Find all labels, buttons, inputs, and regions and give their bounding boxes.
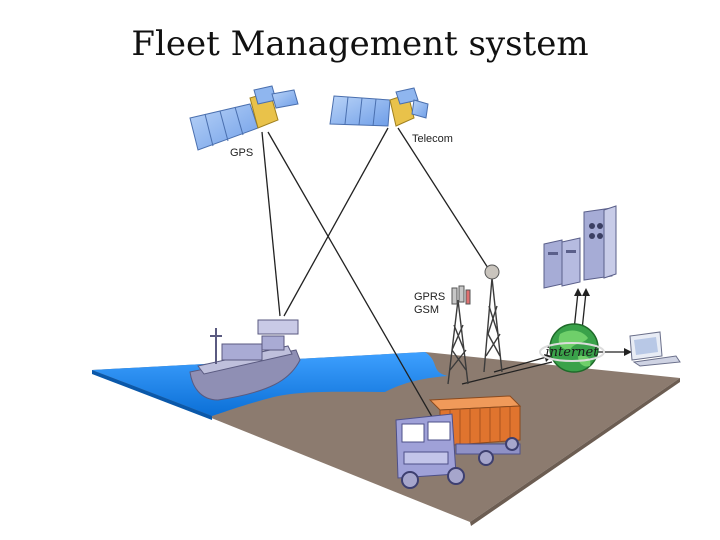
panel-line — [219, 110, 229, 142]
server-cabinet-side — [603, 205, 617, 279]
link-tower-ground-internet — [461, 361, 553, 385]
water-edge — [92, 370, 212, 420]
globe-continent — [558, 330, 588, 350]
link-gps-truck — [267, 131, 436, 423]
container-stack — [221, 343, 263, 361]
ship-hull — [189, 349, 301, 401]
server-fan — [597, 233, 603, 239]
satellite-body-top — [395, 87, 419, 105]
server-drive — [566, 250, 576, 253]
arrowhead — [624, 348, 632, 356]
gprs-label: GPRS — [414, 291, 445, 303]
solar-panel — [411, 99, 429, 119]
telecom-label: Telecom — [412, 133, 453, 145]
globe-ring — [539, 342, 605, 362]
gps-label: GPS — [230, 147, 253, 159]
truck-windshield — [401, 423, 425, 443]
server-fan — [589, 223, 595, 229]
truck-icon — [395, 395, 522, 489]
panel-line — [234, 106, 244, 136]
server-icon — [543, 205, 617, 289]
link-tower-internet — [493, 355, 551, 373]
slide-title: Fleet Management system — [131, 24, 589, 64]
solar-panel — [271, 89, 299, 109]
monitor-icon — [629, 331, 681, 367]
cargo-ship-icon — [189, 319, 301, 401]
tower-dish — [484, 264, 500, 280]
tower-antenna-panel — [451, 287, 458, 305]
land-edge — [470, 378, 680, 526]
tower-antenna-panel — [465, 289, 471, 305]
tower-antenna-panel — [458, 285, 465, 303]
globe-icon: internet — [539, 323, 605, 373]
internet-label: internet — [546, 345, 600, 360]
ground-plane — [92, 352, 680, 526]
truck-grille — [403, 451, 449, 465]
server-fan — [597, 223, 603, 229]
solar-panel — [329, 95, 391, 127]
panel-line — [344, 96, 349, 125]
gsm-label: GSM — [414, 304, 439, 316]
panel-line — [372, 98, 377, 127]
link-gps-ship — [261, 131, 281, 317]
arrowhead — [574, 288, 582, 296]
server-tower — [561, 237, 581, 287]
truck-wheel — [478, 450, 494, 466]
server-drive — [548, 252, 558, 255]
truck-windshield — [427, 421, 451, 441]
satellite-icon: Telecom — [329, 87, 453, 145]
panel-line — [358, 97, 363, 126]
monitor-base — [632, 355, 681, 367]
server-fan — [589, 233, 595, 239]
container-stack — [261, 335, 285, 351]
tower-lattice — [447, 277, 503, 385]
radio-tower-icon: GPRS GSM — [414, 264, 503, 385]
truck-wheel — [447, 467, 465, 485]
link-internet-server-b — [581, 291, 587, 331]
arrowhead — [582, 288, 590, 296]
ship-bridge — [257, 319, 299, 335]
truck-wheel — [505, 437, 519, 451]
panel-line — [204, 113, 214, 147]
link-telecom-tower — [397, 127, 489, 269]
server-tower — [543, 239, 563, 289]
monitor-map — [634, 337, 658, 355]
satellite-icon: GPS — [189, 85, 299, 159]
truck-wheel — [401, 471, 419, 489]
link-telecom-ship — [283, 127, 389, 317]
